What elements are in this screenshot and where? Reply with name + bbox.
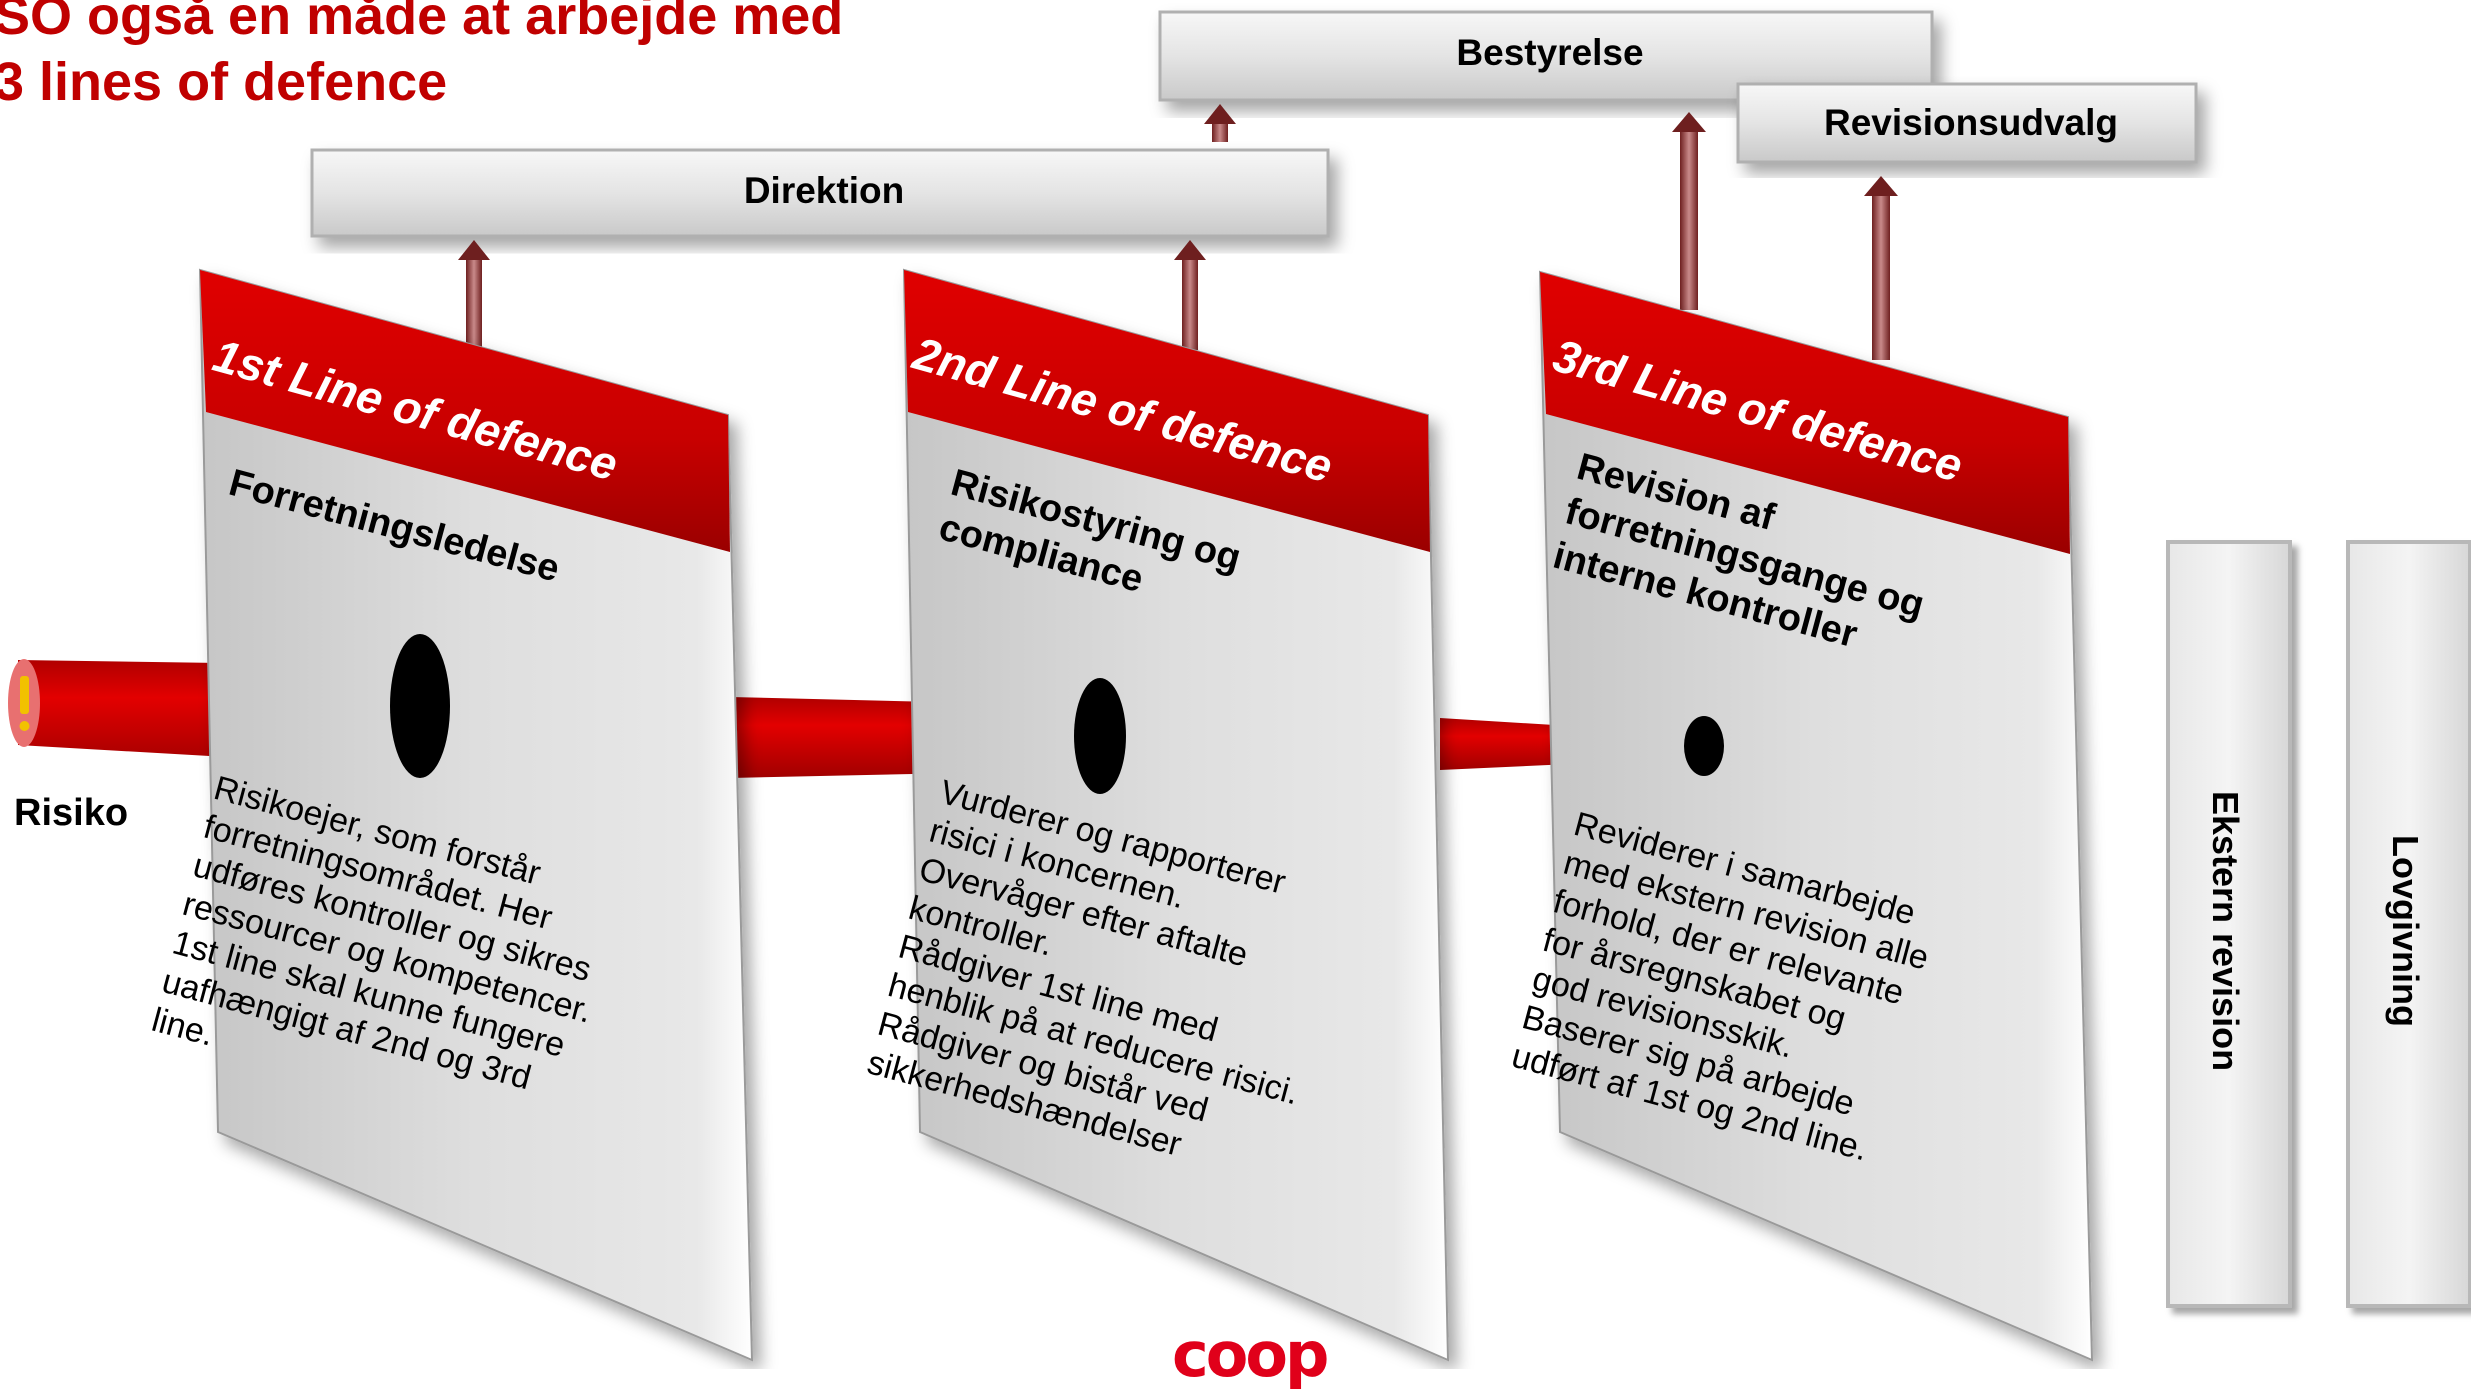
direktion-label: Direktion	[743, 170, 905, 211]
arrow-3rd-to-revisionsudvalg	[1864, 176, 1898, 360]
lovgivning-label: Lovgivning	[2385, 835, 2426, 1027]
ekstern-revision-label: Ekstern revision	[2205, 790, 2246, 1072]
bestyrelse-label: Bestyrelse	[1456, 32, 1644, 73]
risiko-label: Risiko	[14, 792, 129, 834]
direktion-box	[310, 148, 1330, 238]
panel-3rd-line	[1538, 270, 2094, 1362]
panel-1st-line	[198, 268, 754, 1362]
lovgivning-box	[2346, 540, 2471, 1308]
panel-2nd-line	[902, 268, 1450, 1362]
hole-panel-1	[390, 634, 450, 778]
hole-panel-2	[1074, 678, 1126, 794]
ekstern-revision-box	[2166, 540, 2292, 1308]
revisionsudvalg-box	[1736, 82, 2198, 164]
title-line-1: SO også en måde at arbejde med	[0, 0, 844, 46]
arrow-direktion-to-bestyrelse	[1204, 104, 1236, 142]
coop-logo: coop	[1172, 1318, 1329, 1391]
exclamation-icon	[8, 659, 40, 747]
arrow-3rd-to-bestyrelse	[1672, 112, 1706, 310]
hole-panel-3	[1684, 716, 1724, 776]
arrow-2nd-to-direktion	[1174, 240, 1206, 350]
arrow-1st-to-direktion	[458, 240, 490, 348]
revisionsudvalg-label: Revisionsudvalg	[1823, 102, 2119, 143]
title-line-2: 3 lines of defence	[0, 52, 448, 112]
